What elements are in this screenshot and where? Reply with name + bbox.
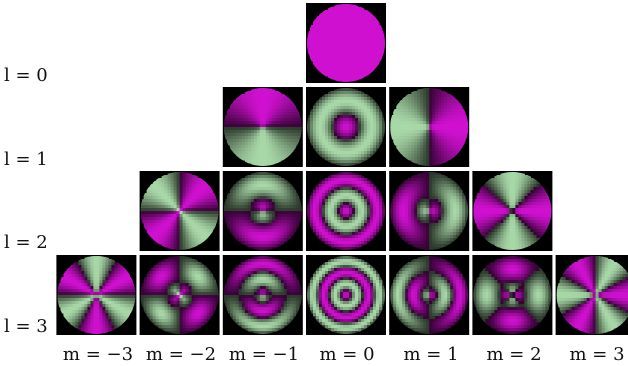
harmonic-pattern (307, 172, 385, 250)
mode-tile-l2-mminus-2 (139, 171, 220, 251)
mode-tile-l2-m1 (389, 171, 470, 251)
row-label-l3: l = 3 (4, 316, 48, 337)
tiles-layer (56, 3, 628, 335)
mode-tile-l3-mminus-1 (222, 255, 303, 335)
column-label-m-minus-2: m = −2 (145, 344, 217, 365)
harmonic-pattern (556, 256, 628, 334)
column-label-m-minus-1: m = −1 (228, 344, 300, 365)
row-label-l0: l = 0 (4, 65, 48, 86)
mode-tile-l3-m2 (472, 255, 553, 335)
row-label-l2: l = 2 (4, 232, 48, 253)
mode-tile-l2-m2 (472, 171, 553, 251)
harmonic-pattern (223, 172, 302, 250)
harmonic-pattern (140, 172, 219, 250)
column-label-m-minus-3: m = −3 (62, 344, 134, 365)
harmonic-pattern (390, 256, 469, 334)
harmonic-pattern (473, 172, 552, 250)
harmonic-pattern (307, 256, 385, 334)
harmonic-pattern (390, 88, 469, 166)
harmonic-pattern (473, 256, 552, 334)
column-label-m-1: m = 1 (403, 344, 459, 365)
harmonic-pattern (57, 256, 136, 334)
mode-tile-l3-m3 (555, 255, 628, 335)
harmonic-pattern (307, 88, 385, 166)
mode-tile-l3-mminus-2 (139, 255, 220, 335)
harmonic-pattern (223, 256, 302, 334)
row-label-l1: l = 1 (4, 149, 48, 170)
harmonic-pattern (140, 256, 219, 334)
column-label-m-3: m = 3 (569, 344, 625, 365)
mode-tile-l1-m0 (306, 87, 386, 167)
mode-tile-l2-mminus-1 (222, 171, 303, 251)
harmonic-pattern (390, 172, 469, 250)
mode-tile-l2-m0 (306, 171, 386, 251)
mode-tile-l3-mminus-3 (56, 255, 137, 335)
mode-tile-l3-m0 (306, 255, 386, 335)
column-label-m-0: m = 0 (319, 344, 375, 365)
mode-tile-l1-mminus-1 (222, 87, 303, 167)
harmonic-pattern (307, 4, 385, 82)
mode-tile-l0-m0 (306, 3, 386, 83)
column-label-m-2: m = 2 (486, 344, 542, 365)
mode-tile-l1-m1 (389, 87, 470, 167)
mode-tile-l3-m1 (389, 255, 470, 335)
